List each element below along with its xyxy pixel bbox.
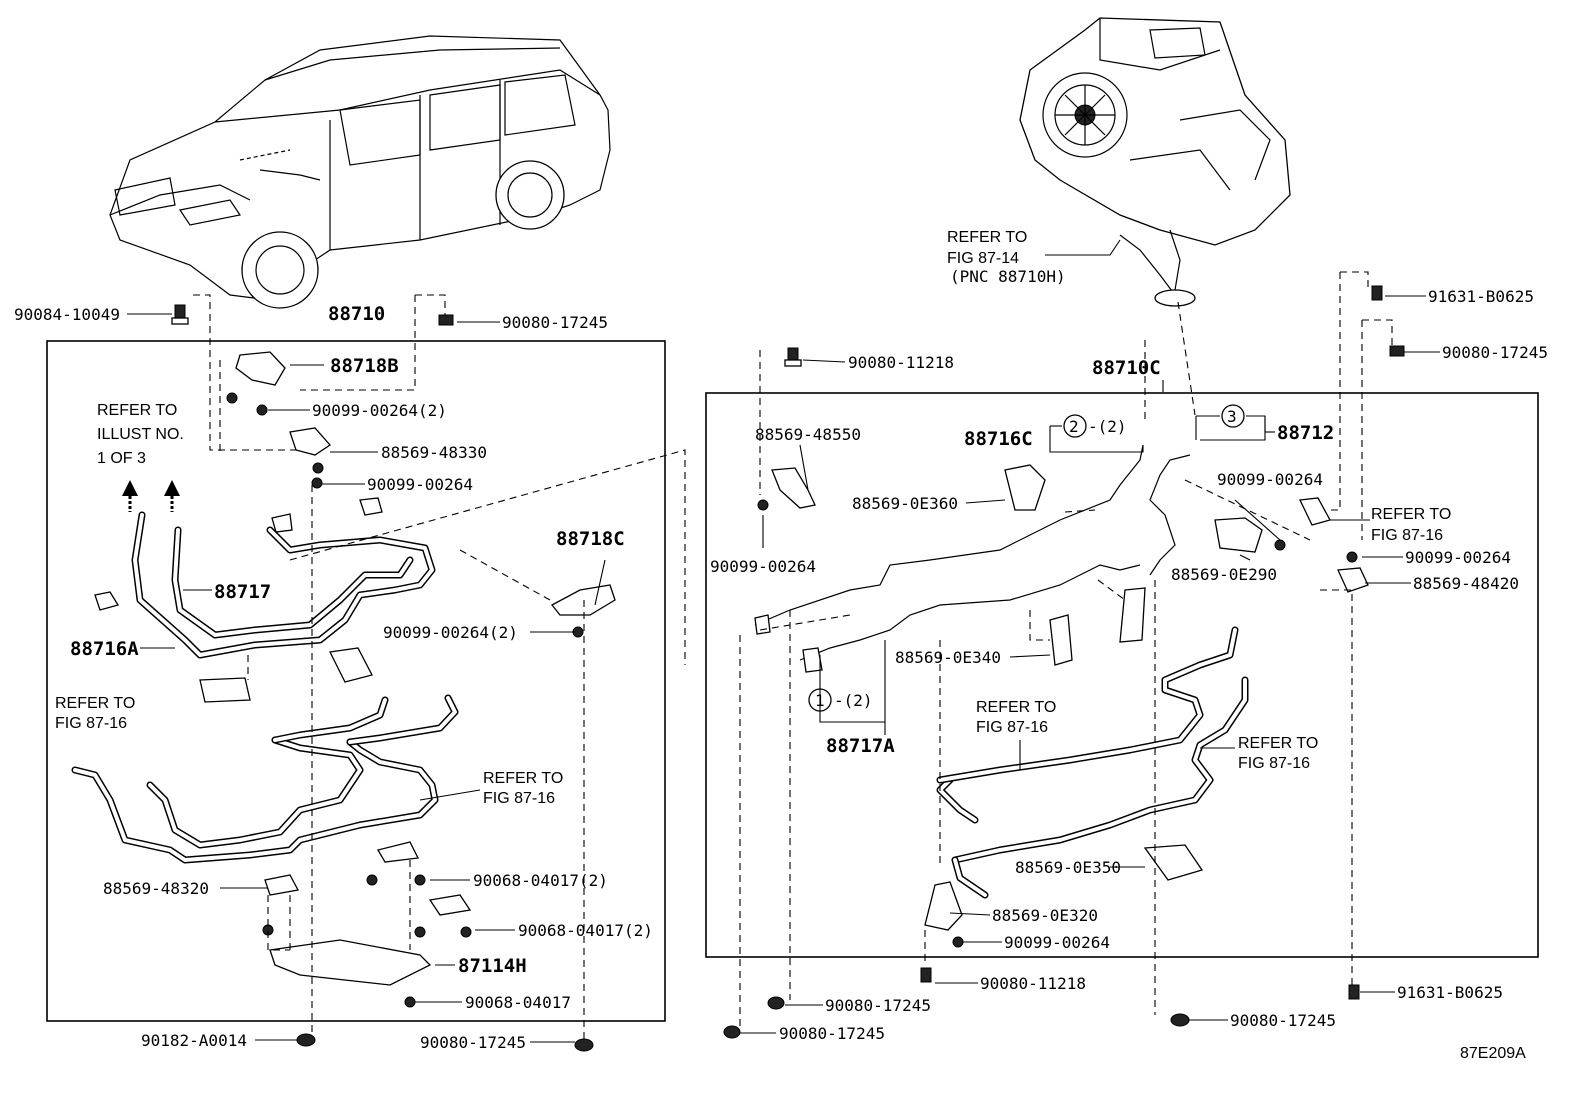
label-88716c: 88716C (964, 428, 1033, 450)
label-88569-0e340: 88569-0E340 (895, 648, 1001, 667)
label-90080-17245-a: 90080-17245 (825, 996, 931, 1015)
leader-lines (127, 239, 1440, 1043)
refer-mid-line1: REFER TO (976, 699, 1056, 716)
right-assembly-frame (705, 392, 1539, 958)
label-90080-11218-bottom: 90080-11218 (980, 974, 1086, 993)
label-88569-0e360: 88569-0E360 (852, 494, 958, 513)
refer-right-line2: FIG 87-16 (1238, 755, 1310, 772)
refer-right-top-line1: REFER TO (1371, 506, 1451, 523)
label-88716a: 88716A (70, 638, 139, 660)
label-90080-17245-right: 90080-17245 (1442, 343, 1548, 362)
label-90068-04017: 90068-04017 (465, 993, 571, 1012)
label-brackets (819, 415, 1275, 735)
hvac-unit-illustration (1019, 17, 1291, 307)
label-88569-48550: 88569-48550 (755, 425, 861, 444)
label-88717a: 88717A (826, 735, 895, 757)
refer-top-line3: (PNC 88710H) (950, 267, 1066, 286)
callout-1-qty: -(2) (834, 691, 873, 710)
refer-top-line1: REFER TO (947, 229, 1027, 246)
refer-fig-left-line2: FIG 87-16 (55, 715, 127, 732)
label-90080-17245-c: 90080-17245 (1230, 1011, 1336, 1030)
label-88569-48330: 88569-48330 (381, 443, 487, 462)
label-88569-48320: 88569-48320 (103, 879, 209, 898)
right-pipes (754, 444, 1249, 899)
label-88569-48420: 88569-48420 (1413, 574, 1519, 593)
label-90099-00264-2-c: 90099-00264(2) (383, 623, 518, 642)
refer-fig-mid-line1: REFER TO (483, 770, 563, 787)
label-90080-17245-top: 90080-17245 (502, 313, 608, 332)
label-88718b: 88718B (330, 355, 399, 377)
callout-1: 1 (815, 691, 825, 710)
callout-circles (808, 404, 1245, 712)
label-91631-b0625-bottom: 91631-B0625 (1397, 983, 1503, 1002)
label-91631-b0625-top: 91631-B0625 (1428, 287, 1534, 306)
label-90080-17245-bottom: 90080-17245 (420, 1033, 526, 1052)
callout-2: 2 (1069, 417, 1079, 436)
figure-id: 87E209A (1460, 1045, 1526, 1062)
refer-mid-line2: FIG 87-16 (976, 719, 1048, 736)
label-87114h: 87114H (458, 955, 527, 977)
left-assembly-frame (46, 340, 666, 1022)
refer-right-line1: REFER TO (1238, 735, 1318, 752)
label-88569-0e290: 88569-0E290 (1171, 565, 1277, 584)
label-88569-0e350: 88569-0E350 (1015, 858, 1121, 877)
callout-2-qty: -(2) (1088, 417, 1127, 436)
label-90099-00264-bottom: 90099-00264 (1004, 933, 1110, 952)
left-fasteners (171, 304, 594, 1052)
label-90099-00264-left: 90099-00264 (710, 557, 816, 576)
refer-top-line2: FIG 87-14 (947, 250, 1019, 267)
refer-illust-line3: 1 OF 3 (97, 450, 146, 467)
label-90080-17245-b: 90080-17245 (779, 1024, 885, 1043)
label-88717: 88717 (214, 581, 271, 603)
label-90068-04017-2-a: 90068-04017(2) (473, 871, 608, 890)
label-90182-a0014: 90182-A0014 (141, 1031, 247, 1050)
right-guide-lines (739, 271, 1393, 1030)
label-90099-00264: 90099-00264 (367, 475, 473, 494)
label-90099-00264-2: 90099-00264(2) (312, 401, 447, 420)
refer-illust-line2: ILLUST NO. (97, 426, 184, 443)
label-90084-10049: 90084-10049 (14, 305, 120, 324)
refer-fig-mid-line2: FIG 87-16 (483, 790, 555, 807)
label-90099-00264-right: 90099-00264 (1217, 470, 1323, 489)
label-90068-04017-2-b: 90068-04017(2) (518, 921, 653, 940)
up-arrow-icons (122, 480, 180, 512)
vehicle-illustration (109, 35, 611, 309)
left-guide-lines (193, 294, 686, 1040)
right-small-parts (754, 464, 1369, 931)
label-88710-assembly: 88710 (328, 303, 385, 325)
label-90099-00264-right2: 90099-00264 (1405, 548, 1511, 567)
refer-right-top-line2: FIG 87-16 (1371, 527, 1443, 544)
refer-illust-line1: REFER TO (97, 402, 177, 419)
label-90080-11218-top: 90080-11218 (848, 353, 954, 372)
label-88712: 88712 (1277, 422, 1334, 444)
refer-fig-left-line1: REFER TO (55, 695, 135, 712)
label-88710c-assembly: 88710C (1092, 357, 1161, 379)
label-88718c: 88718C (556, 528, 625, 550)
left-pipes (71, 511, 459, 864)
callout-3: 3 (1227, 407, 1237, 426)
label-88569-0e320: 88569-0E320 (992, 906, 1098, 925)
